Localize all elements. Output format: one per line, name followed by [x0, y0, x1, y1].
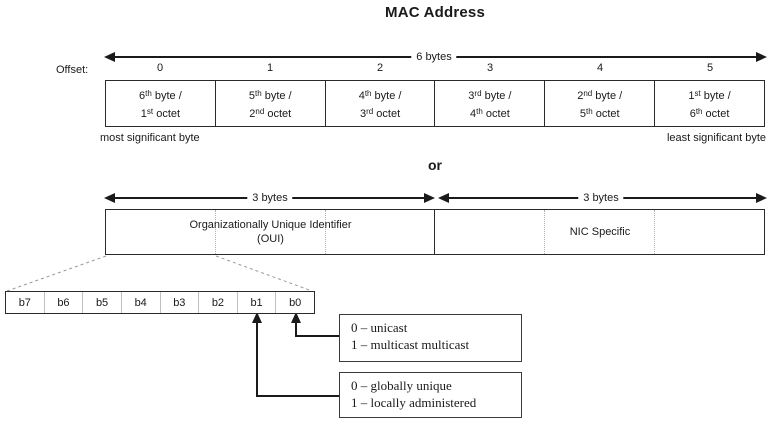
offset-number: 1: [266, 62, 274, 74]
offset-number: 0: [156, 62, 164, 74]
least-significant-byte-label: least significant byte: [666, 132, 766, 144]
bit-cell-b1: b1: [236, 292, 276, 313]
unicast-multicast-legend-box: 0 – unicast 1 – multicast multicast: [339, 314, 522, 362]
nic-byte-cell: [654, 210, 764, 254]
three-bytes-left-label: 3 bytes: [247, 192, 293, 204]
six-bytes-arrow-label: 6 bytes: [411, 51, 457, 63]
bit-cell-b3: b3: [159, 292, 199, 313]
bit-cell-b0: b0: [275, 292, 314, 313]
arrowhead-left-icon: [104, 193, 115, 203]
byte-cell-2: 4th byte / 3rd octet: [324, 81, 435, 126]
arrowhead-up-icon: [291, 312, 301, 323]
bit-cell-b6: b6: [43, 292, 83, 313]
or-label: or: [428, 157, 442, 173]
offset-number: 3: [486, 62, 494, 74]
byte-cell-5: 1st byte / 6th octet: [654, 81, 764, 126]
offset-number: 4: [596, 62, 604, 74]
byte-cell-1: 5th byte / 2nd octet: [214, 81, 325, 126]
page-title: MAC Address: [385, 4, 485, 21]
arrowhead-right-icon: [756, 193, 767, 203]
bit-cell-b2: b2: [198, 292, 237, 313]
global-local-legend-box: 0 – globally unique 1 – locally administ…: [339, 372, 522, 418]
bit-cell-b7: b7: [18, 296, 31, 309]
bit-cell-b5: b5: [82, 292, 121, 313]
arrowhead-right-icon: [424, 193, 435, 203]
arrowhead-left-icon: [438, 193, 449, 203]
byte-cell-3: 3rd byte / 4th octet: [434, 81, 544, 126]
b1-pointer-arrow: [252, 312, 339, 397]
offset-numbers-row: 0 1 2 3 4 5: [105, 62, 765, 74]
offset-number: 2: [376, 62, 384, 74]
nic-byte-cell: [544, 210, 654, 254]
oui-byte-cell: [324, 210, 435, 254]
most-significant-byte-label: most significant byte: [100, 132, 200, 144]
offset-number: 5: [706, 62, 714, 74]
six-byte-table: 6th byte / 1st octet 5th byte / 2nd octe…: [105, 80, 765, 127]
arrowhead-left-icon: [104, 52, 115, 62]
arrowhead-up-icon: [252, 312, 262, 323]
three-bytes-right-label: 3 bytes: [578, 192, 624, 204]
offset-label: Offset:: [56, 64, 89, 76]
b0-pointer-arrow: [291, 312, 339, 337]
arrowhead-right-icon: [756, 52, 767, 62]
nic-byte-cell: [434, 210, 544, 254]
bit-table: b7 b6 b5 b4 b3 b2 b1 b0: [5, 291, 315, 314]
bit-cell-b4: b4: [120, 292, 160, 313]
oui-nic-table: [105, 209, 765, 255]
byte-cell-4: 2nd byte / 5th octet: [544, 81, 654, 126]
explode-dashed-lines: [6, 255, 313, 292]
oui-byte-cell: [214, 210, 325, 254]
nic-specific-label: NIC Specific: [569, 226, 631, 238]
byte-cell-0: 6th byte / 1st octet: [139, 88, 182, 120]
oui-label: Organizationally Unique Identifier (OUI): [189, 219, 352, 245]
